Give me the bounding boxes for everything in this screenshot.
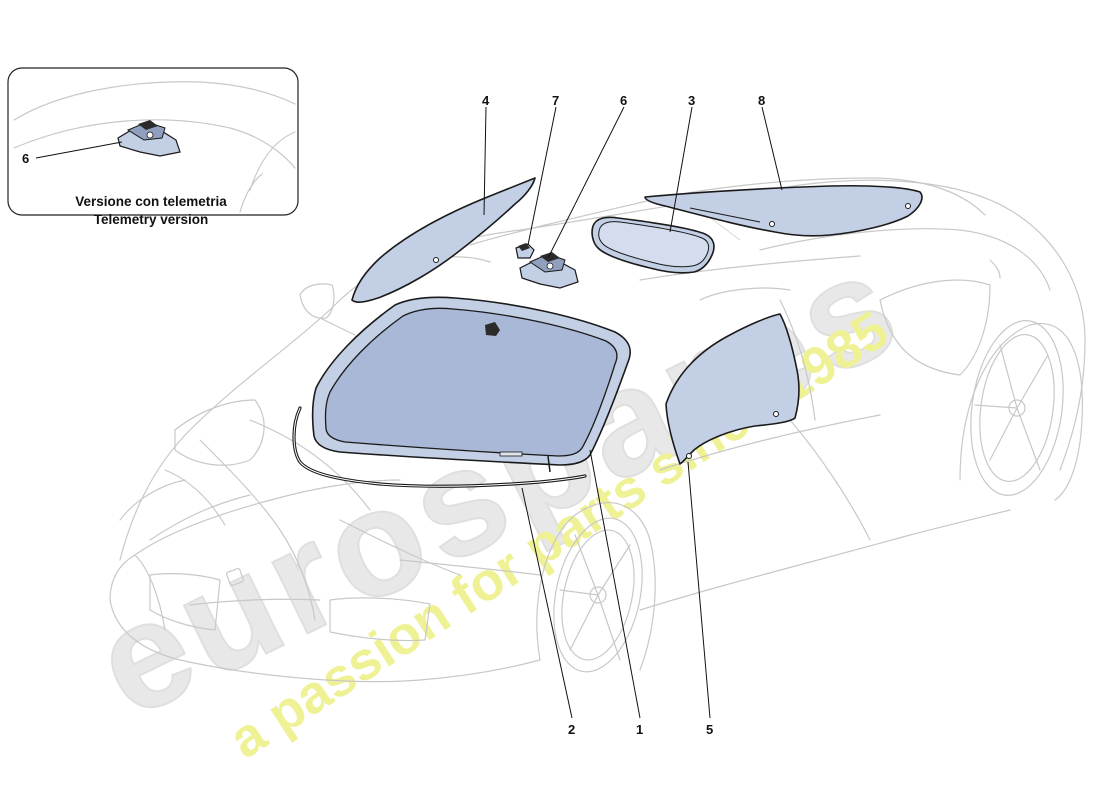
callout-label-8: 8 <box>758 93 765 108</box>
part-1-windscreen[interactable] <box>311 296 631 466</box>
callout-label-7: 7 <box>552 93 559 108</box>
callout-4[interactable]: 4 <box>482 93 490 216</box>
callout-label-4: 4 <box>482 93 490 108</box>
callout-label-1: 1 <box>636 722 643 737</box>
callout-1[interactable]: 1 <box>589 449 643 737</box>
inset-label-it: Versione con telemetria <box>75 194 227 209</box>
callout-2[interactable]: 2 <box>521 487 575 737</box>
callout-label-5: 5 <box>706 722 713 737</box>
part-4-side-window-left[interactable] <box>351 177 536 303</box>
watermark: eurospares a passion for parts since 198… <box>69 216 925 770</box>
inset-label-en: Telemetry version <box>94 212 209 227</box>
callout-label-3: 3 <box>688 93 695 108</box>
watermark-brand: eurospares <box>70 217 924 749</box>
part-5-side-window-right[interactable] <box>665 313 800 465</box>
telemetry-inset: 6 Versione con telemetria Telemetry vers… <box>7 67 299 227</box>
inset-callout-6: 6 <box>22 151 29 166</box>
part-3-rear-window[interactable] <box>591 216 715 274</box>
inset-telemetry-bracket <box>117 120 181 157</box>
callout-6[interactable]: 6 <box>547 93 627 259</box>
callout-8[interactable]: 8 <box>758 93 783 191</box>
callout-3[interactable]: 3 <box>669 93 695 233</box>
part-6-telemetry-bracket[interactable] <box>519 252 579 289</box>
car-outline <box>109 177 1086 683</box>
part-7-sensor[interactable] <box>515 243 535 259</box>
part-8-roof-panel[interactable] <box>644 184 923 237</box>
callout-label-2: 2 <box>568 722 575 737</box>
part-2-seal-strip[interactable] <box>292 406 587 488</box>
callout-label-6: 6 <box>620 93 627 108</box>
callout-5[interactable]: 5 <box>687 461 713 737</box>
callout-7[interactable]: 7 <box>527 93 559 246</box>
